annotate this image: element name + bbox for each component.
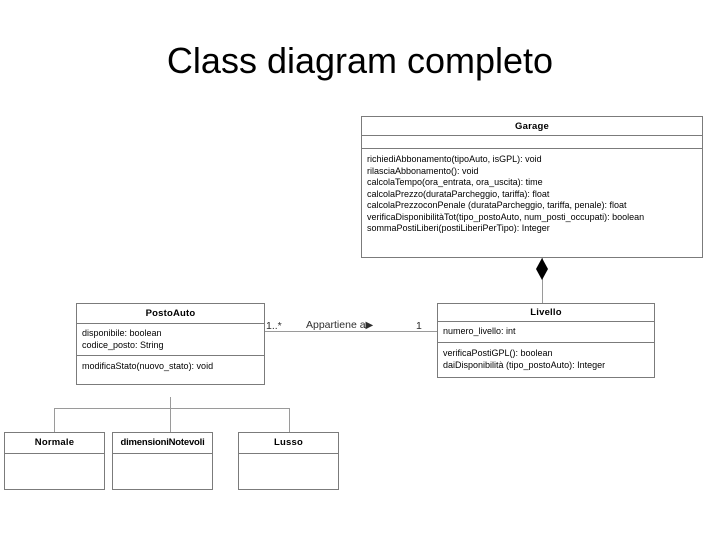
class-attributes-livello: numero_livello: int: [438, 322, 654, 343]
navigation-arrow-icon: ▶: [365, 320, 374, 331]
operation-row: daiDisponibilità (tipo_postoAuto): Integ…: [443, 359, 606, 370]
class-box-lusso[interactable]: Lusso: [238, 432, 339, 490]
operation-row: richiediAbbonamento(tipoAuto, isGPL): vo…: [367, 154, 542, 164]
class-name-postoauto: PostoAuto: [77, 304, 264, 324]
class-attributes-garage: [362, 136, 702, 149]
operation-row: verificaDisponibilitàTot(tipo_postoAuto,…: [367, 211, 645, 222]
generalization-branch-normale: [54, 408, 55, 432]
operation-row: verificaPostiGPL(): boolean: [443, 348, 553, 358]
page-title: Class diagram completo: [166, 40, 554, 81]
class-box-garage[interactable]: Garage richiediAbbonamento(tipoAuto, isG…: [361, 116, 703, 258]
class-operations-garage: richiediAbbonamento(tipoAuto, isGPL): vo…: [362, 149, 702, 258]
class-box-postoauto[interactable]: PostoAuto disponibile: boolean codice_po…: [76, 303, 265, 385]
operation-row: modificaStato(nuovo_stato): void: [82, 361, 214, 371]
attribute-row: codice_posto: String: [82, 339, 164, 350]
class-body-lusso: [239, 454, 338, 490]
class-name-normale: Normale: [5, 433, 104, 454]
association-target-multiplicity: 1: [416, 320, 422, 332]
composition-line-garage-livello: [542, 258, 543, 303]
attribute-row: numero_livello: int: [443, 326, 516, 336]
class-body-normale: [5, 454, 104, 490]
association-label: Appartiene a▶: [306, 319, 373, 331]
class-name-garage: Garage: [362, 117, 702, 136]
generalization-branch-lusso: [289, 408, 290, 432]
attribute-row: disponibile: boolean: [82, 328, 162, 338]
generalization-bus-line: [54, 408, 289, 409]
association-label-text: Appartiene a: [306, 319, 366, 331]
composition-diamond-icon: [536, 258, 548, 280]
association-line-postoauto-livello: [265, 331, 437, 332]
association-source-multiplicity: 1..*: [266, 320, 282, 332]
operation-row: rilasciaAbbonamento(): void: [367, 165, 479, 176]
class-box-normale[interactable]: Normale: [4, 432, 105, 490]
generalization-triangle-icon: [163, 373, 177, 397]
class-operations-livello: verificaPostiGPL(): boolean daiDisponibi…: [438, 343, 654, 378]
class-name-lusso: Lusso: [239, 433, 338, 454]
operation-row: sommaPostiLiberi(postiLiberiPerTipo): In…: [367, 223, 550, 233]
class-body-dimensioninotevoli: [113, 454, 212, 490]
operation-row: calcolaTempo(ora_entrata, ora_uscita): t…: [367, 177, 543, 187]
class-name-livello: Livello: [438, 304, 654, 322]
class-name-dimensioninotevoli: dimensioniNotevoli: [113, 433, 212, 454]
class-attributes-postoauto: disponibile: boolean codice_posto: Strin…: [77, 324, 264, 356]
operation-row: calcolaPrezzo(durataParcheggio, tariffa)…: [367, 188, 550, 199]
class-box-dimensioninotevoli[interactable]: dimensioniNotevoli: [112, 432, 213, 490]
operation-row: calcolaPrezzoconPenale (durataParcheggio…: [367, 200, 627, 210]
generalization-branch-dimensioni: [170, 408, 171, 432]
class-box-livello[interactable]: Livello numero_livello: int verificaPost…: [437, 303, 655, 378]
class-operations-postoauto: modificaStato(nuovo_stato): void: [77, 356, 264, 385]
